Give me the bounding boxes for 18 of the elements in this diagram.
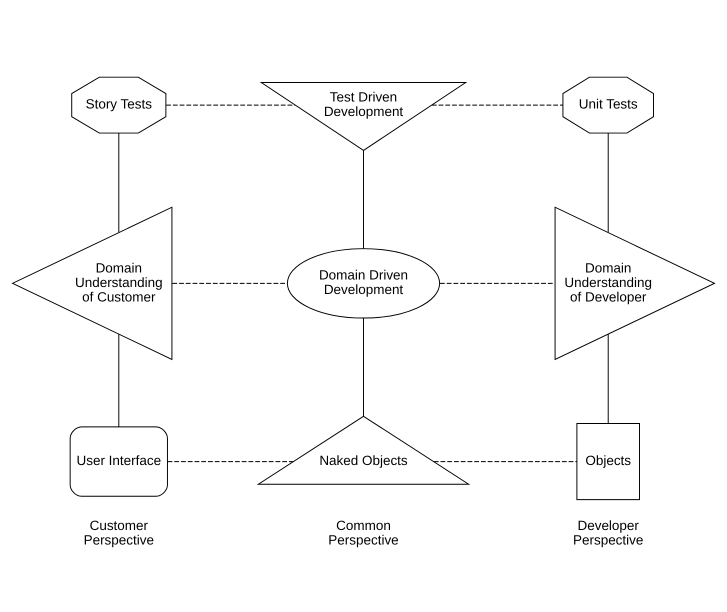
connector [167, 461, 294, 462]
node-label: Customer Perspective [84, 518, 154, 548]
connector [608, 334, 609, 424]
connector [118, 334, 120, 428]
node-label: Common Perspective [328, 518, 399, 548]
connector [172, 282, 288, 284]
connector [433, 461, 578, 462]
connector [608, 132, 609, 233]
connector [166, 104, 296, 106]
node-label: Developer Perspective [573, 518, 644, 548]
connector [118, 132, 120, 233]
connector [363, 318, 364, 417]
connector [439, 282, 556, 284]
node-box: Objects [576, 423, 640, 500]
connector [431, 104, 564, 106]
connector [363, 150, 364, 249]
node-box: User Interface [70, 426, 168, 497]
node-ellipse: Domain Driven Development [286, 248, 440, 319]
